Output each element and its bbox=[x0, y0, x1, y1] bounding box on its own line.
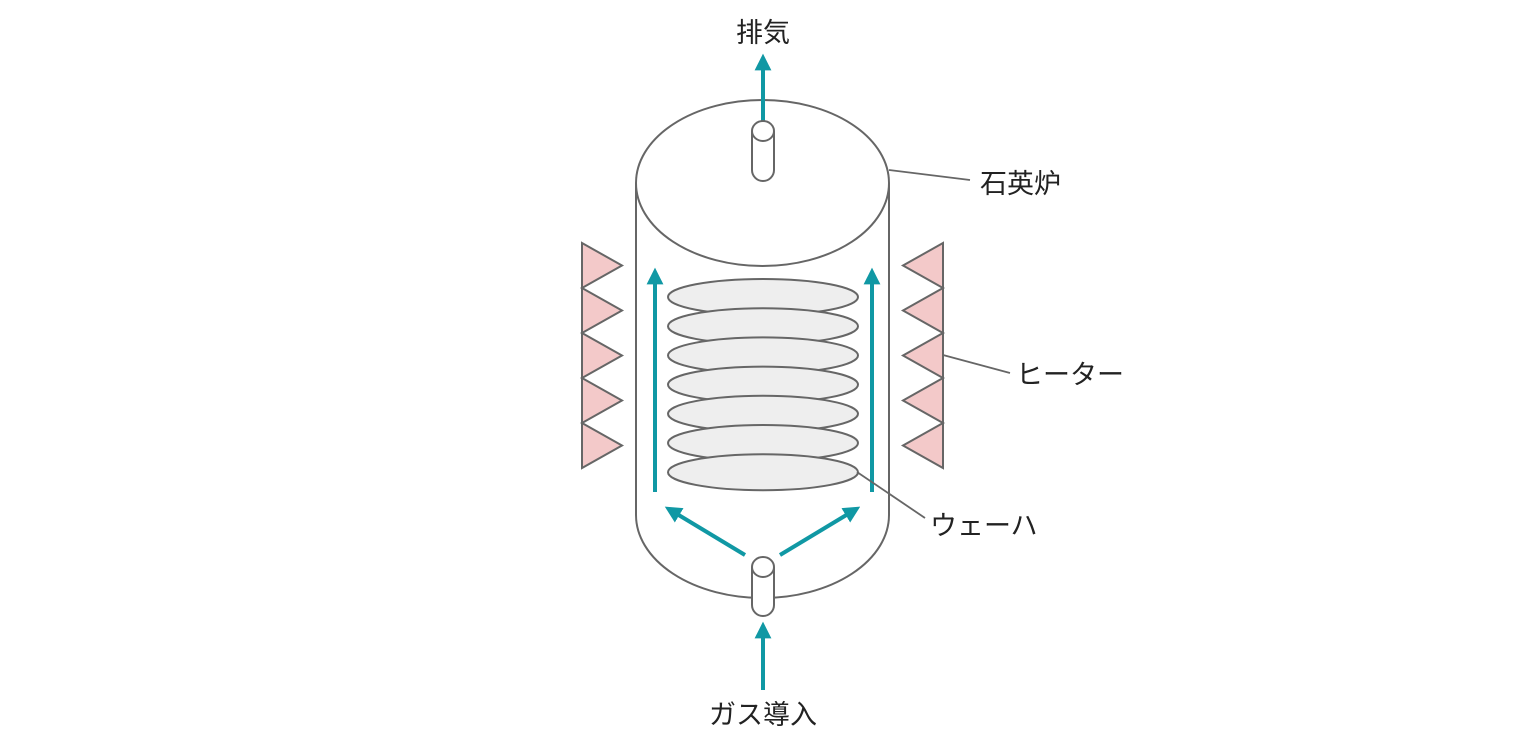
flow-arrow-diag-right bbox=[778, 506, 861, 557]
label-heater: ヒーター bbox=[1016, 360, 1124, 391]
gas-flow-arrows bbox=[646, 53, 881, 690]
flow-arrow-diag-left bbox=[664, 506, 747, 557]
label-quartz-furnace: 石英炉 bbox=[980, 169, 1061, 200]
label-gas-inlet: ガス導入 bbox=[709, 700, 817, 731]
gas-inlet-pipe bbox=[751, 556, 775, 617]
label-exhaust: 排気 bbox=[736, 18, 790, 49]
heaters bbox=[579, 241, 946, 470]
leader-wafer bbox=[856, 471, 926, 519]
wafer bbox=[667, 453, 859, 492]
wafer-stack bbox=[667, 278, 859, 492]
label-wafer: ウェーハ bbox=[930, 511, 1037, 542]
exhaust-pipe bbox=[751, 120, 775, 182]
leader-heater bbox=[942, 354, 1011, 374]
heater-left bbox=[579, 241, 625, 470]
leader-quartz-furnace bbox=[888, 169, 971, 181]
heater-right bbox=[900, 241, 946, 470]
